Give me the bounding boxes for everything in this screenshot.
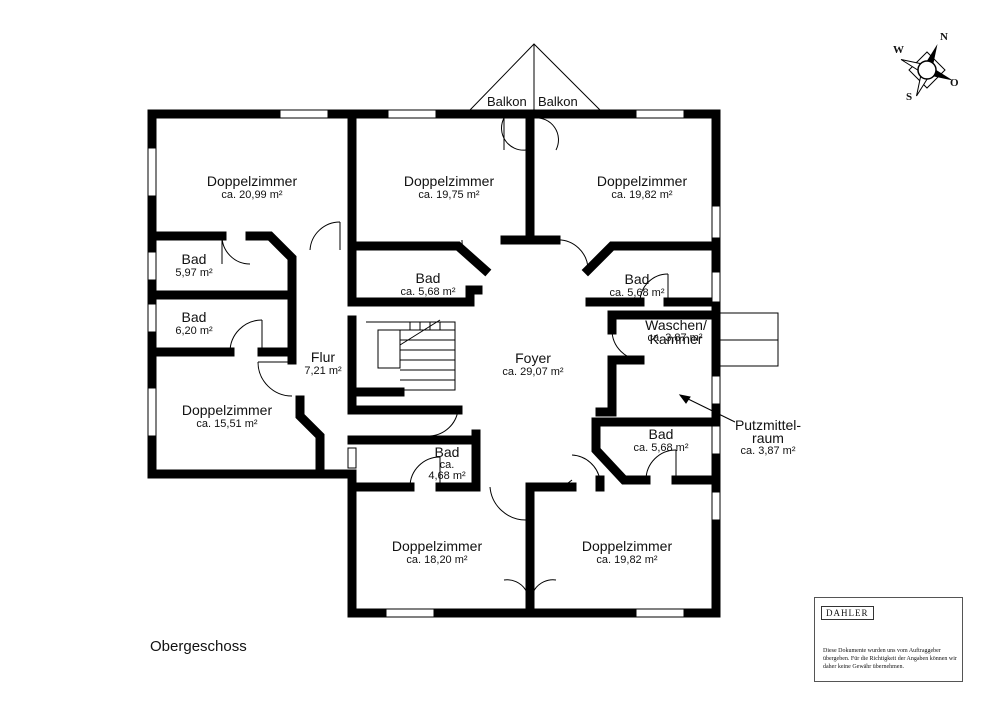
dahler-logo: DAHLER [821, 606, 874, 620]
disclaimer-text: Diese Dokumente wurden uns vom Auftragge… [823, 648, 957, 670]
compass-east-label: O [950, 77, 959, 89]
info-card: DAHLER Diese Dokumente wurden uns vom Au… [814, 597, 963, 682]
compass [900, 44, 953, 97]
compass-north-label: N [940, 31, 948, 43]
balkon-left-label: Balkon [487, 94, 527, 109]
floor-title: Obergeschoss [150, 638, 247, 655]
compass-south-label: S [906, 91, 913, 103]
compass-west-label: W [893, 44, 904, 56]
balkon-right-label: Balkon [538, 94, 578, 109]
